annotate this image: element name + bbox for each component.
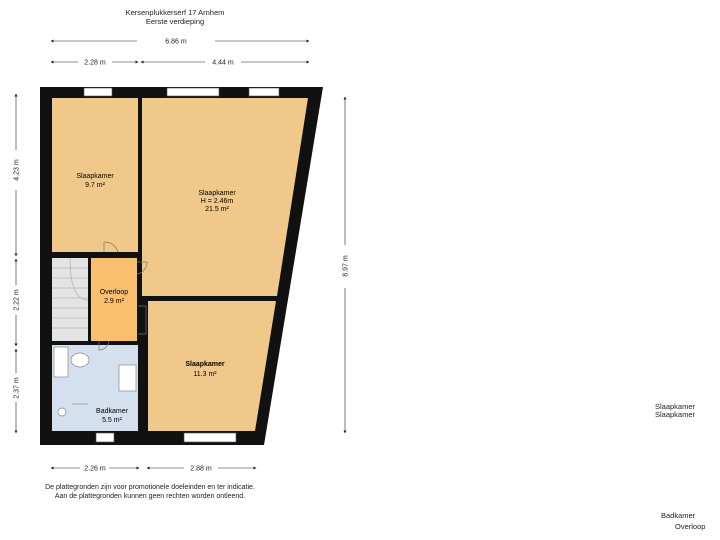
label-slaapkamer-topright: Slaapkamer [198,190,236,197]
side-label-overloop: Overloop [675,522,706,531]
dim-top-right: 4.44 m [212,60,234,67]
area-slaapkamer-topright: 21.5 m² [205,206,229,213]
room-slaapkamer-topleft [52,98,138,252]
side-label-slaapkamer-1: Slaapkamer [655,402,696,411]
dim-left-top: 4.23 m [14,159,21,181]
area-slaapkamer-topleft: 9.7 m² [85,182,106,189]
label-slaapkamer-bottomright: Slaapkamer [185,361,225,368]
dim-bottom-left: 2.26 m [84,466,106,473]
room-stairs [52,258,88,341]
bathroom-fixtures [53,346,137,417]
label-slaapkamer-topleft: Slaapkamer [76,173,114,180]
side-label-slaapkamer-2: Slaapkamer [655,410,696,419]
address-title: Kersenplukkerserf 17 Arnhem [125,8,225,17]
floor-title: Eerste verdieping [145,17,205,26]
dim-bottom-right: 2.88 m [190,466,212,473]
area-badkamer: 5.5 m² [102,417,123,424]
label-badkamer: Badkamer [96,408,129,415]
dimension-lines [14,39,347,470]
label-overloop: Overloop [100,289,129,296]
dim-left-bottom: 2.37 m [14,377,21,399]
room-slaapkamer-bottomright [148,301,276,431]
room-overloop [91,258,137,341]
dim-top-left: 2.28 m [84,60,106,67]
disclaimer-line-2: Aan de plattegronden kunnen geen rechten… [54,493,246,500]
height-slaapkamer-topright: H = 2.46m [201,198,234,205]
dim-left-mid: 2.22 m [14,289,21,311]
dim-right-total: 8.97 m [343,255,350,277]
area-slaapkamer-bottomright: 11.3 m² [193,371,217,378]
windows [83,87,280,443]
stair-steps [52,257,89,329]
doors [98,241,148,351]
area-overloop: 2.9 m² [104,298,125,305]
side-label-badkamer: Badkamer [661,511,696,520]
dim-top-total: 6.86 m [165,39,187,46]
disclaimer-line-1: De plattegronden zijn voor promotionele … [45,484,255,491]
room-slaapkamer-topright [142,98,308,296]
